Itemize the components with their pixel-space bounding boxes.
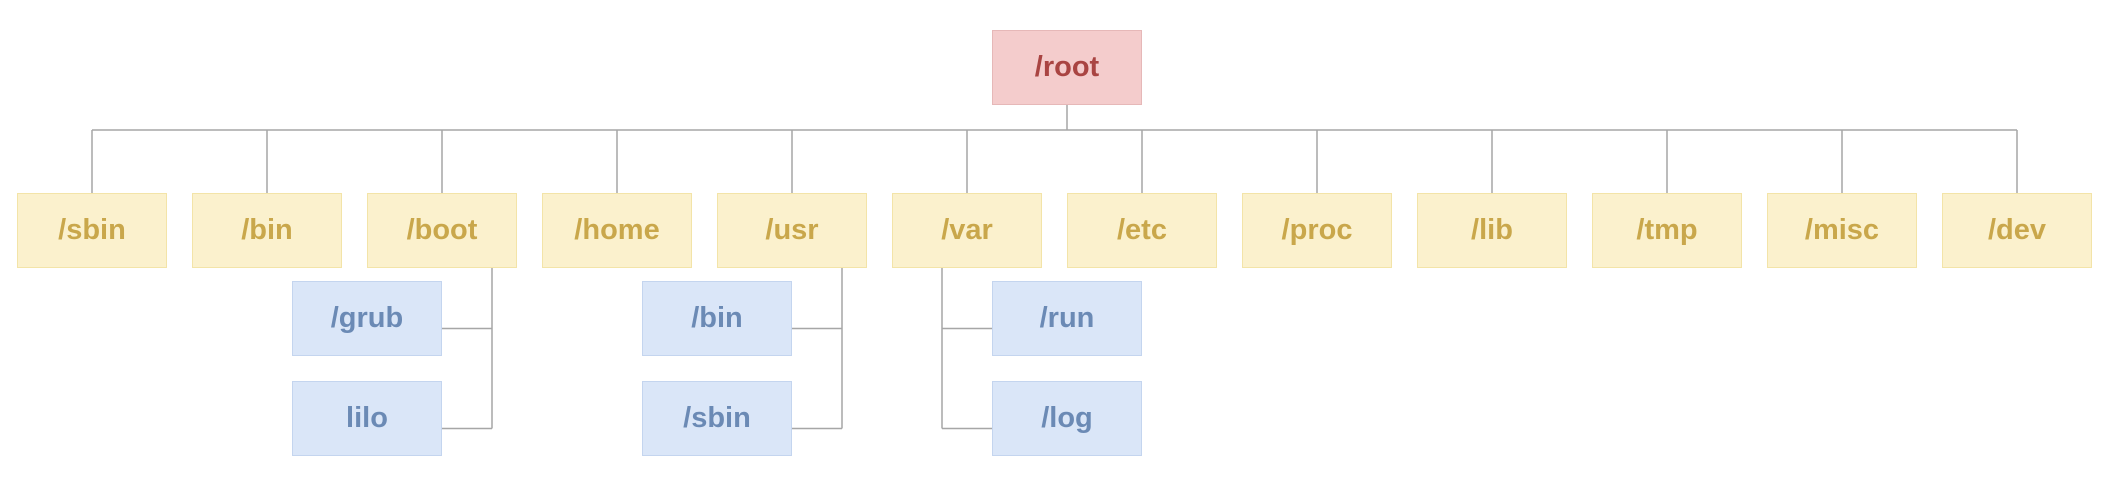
dir-node-proc: /proc — [1242, 193, 1392, 268]
dir-node-etc: /etc — [1067, 193, 1217, 268]
dir-node-home: /home — [542, 193, 692, 268]
dir-node-dev: /dev — [1942, 193, 2092, 268]
root-node: /root — [992, 30, 1142, 105]
dir-node-misc: /misc — [1767, 193, 1917, 268]
subdir-node-var-0: /run — [992, 281, 1142, 356]
subdir-node-usr-0: /bin — [642, 281, 792, 356]
subdir-node-boot-0: /grub — [292, 281, 442, 356]
subdir-node-boot-1: lilo — [292, 381, 442, 456]
dir-node-bin: /bin — [192, 193, 342, 268]
dir-node-tmp: /tmp — [1592, 193, 1742, 268]
dir-node-var: /var — [892, 193, 1042, 268]
subdir-node-var-1: /log — [992, 381, 1142, 456]
dir-node-lib: /lib — [1417, 193, 1567, 268]
dir-node-usr: /usr — [717, 193, 867, 268]
dir-node-sbin: /sbin — [17, 193, 167, 268]
subdir-node-usr-1: /sbin — [642, 381, 792, 456]
dir-node-boot: /boot — [367, 193, 517, 268]
